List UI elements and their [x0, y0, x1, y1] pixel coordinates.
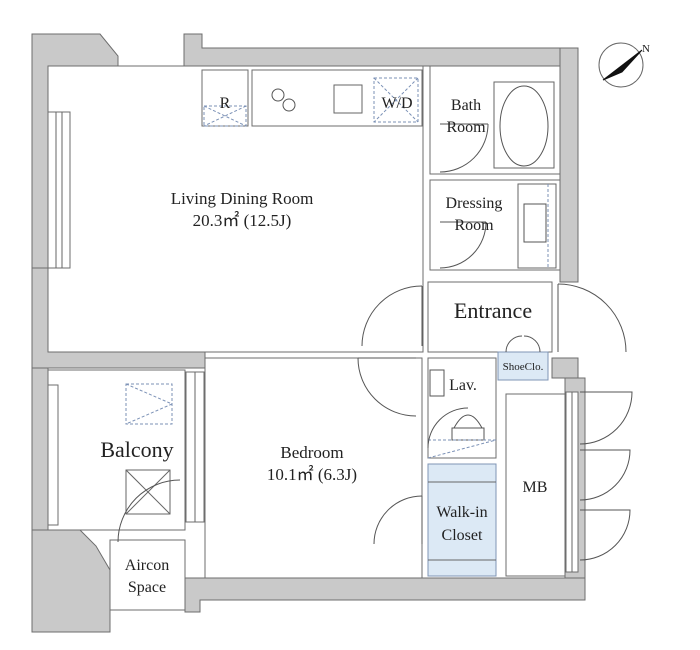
- aircon-space-area: [109, 539, 186, 611]
- walk-in-closet-area: [427, 463, 497, 577]
- washer-label: W/D: [381, 95, 412, 112]
- vanity-counter: [517, 183, 557, 269]
- compass: N: [598, 42, 650, 88]
- door-lav: [427, 407, 469, 449]
- compass-arrow-icon: [602, 49, 643, 81]
- window-left: [47, 111, 71, 269]
- dressing-room-label-1: Dressing: [446, 195, 503, 212]
- door-mb-3: [579, 509, 631, 561]
- bedroom-name: Bedroom: [280, 443, 343, 462]
- wall-right-top: [559, 47, 579, 283]
- wall-right-mid: [551, 357, 579, 379]
- door-mb-2: [579, 449, 631, 501]
- details: [125, 383, 496, 561]
- bedroom-area: 10.1㎡ (6.3J): [267, 465, 357, 484]
- living-room-area: 20.3㎡ (12.5J): [193, 211, 292, 230]
- aircon-space-label-2: Space: [128, 579, 166, 596]
- fridge-box: [201, 69, 249, 127]
- wall-left-low: [31, 367, 49, 531]
- stove-burner-icon: [282, 98, 296, 112]
- rooms: [47, 65, 566, 611]
- fridge-label: R: [220, 95, 231, 112]
- walk-in-closet-label-2: Closet: [442, 527, 483, 544]
- aircon-space-label-1: Aircon: [125, 557, 169, 574]
- toilet-icon: [453, 414, 483, 429]
- wall-top: [183, 33, 579, 67]
- door-mb-1: [579, 391, 633, 445]
- kitchen: [201, 69, 423, 127]
- bath-room-label-2: Room: [446, 119, 486, 136]
- doors: [117, 123, 633, 561]
- window-balcony: [47, 384, 59, 526]
- balcony-label: Balcony: [100, 437, 173, 462]
- windows: [47, 111, 579, 573]
- lav-shelf: [429, 369, 445, 397]
- living-room-name: Living Dining Room: [171, 189, 314, 208]
- labels: R W/D Living Dining Room 20.3㎡ (12.5J) B…: [100, 95, 547, 596]
- bathtub-icon: [499, 85, 549, 167]
- balcony-area: [47, 369, 186, 531]
- compass-north-label: N: [642, 43, 650, 55]
- entrance-label: Entrance: [454, 298, 532, 323]
- wall-bottom: [184, 577, 586, 613]
- lav-label: Lav.: [449, 377, 477, 394]
- aircon-unit: [125, 469, 171, 515]
- entrance-area: [427, 281, 553, 353]
- bath-room-label-1: Bath: [451, 97, 481, 114]
- stove-burner-icon: [271, 88, 285, 102]
- wall-left-corner: [31, 529, 111, 633]
- mb-label: MB: [523, 479, 548, 496]
- sink-icon: [333, 84, 363, 114]
- mb-area: [505, 393, 566, 577]
- toilet-tank: [451, 427, 485, 441]
- compass-ring: [598, 42, 644, 88]
- door-balcony-aircon: [117, 479, 181, 543]
- bedroom-area: [204, 357, 423, 579]
- dressing-room-label-2: Room: [454, 217, 494, 234]
- washbasin-icon: [523, 203, 547, 243]
- shoe-closet-label: ShoeClo.: [503, 361, 544, 373]
- door-shoe-closet: [505, 335, 541, 353]
- shoe-closet-area: [497, 351, 549, 381]
- bath-fixtures: [427, 81, 557, 459]
- walk-in-closet-label-1: Walk-in: [436, 504, 487, 521]
